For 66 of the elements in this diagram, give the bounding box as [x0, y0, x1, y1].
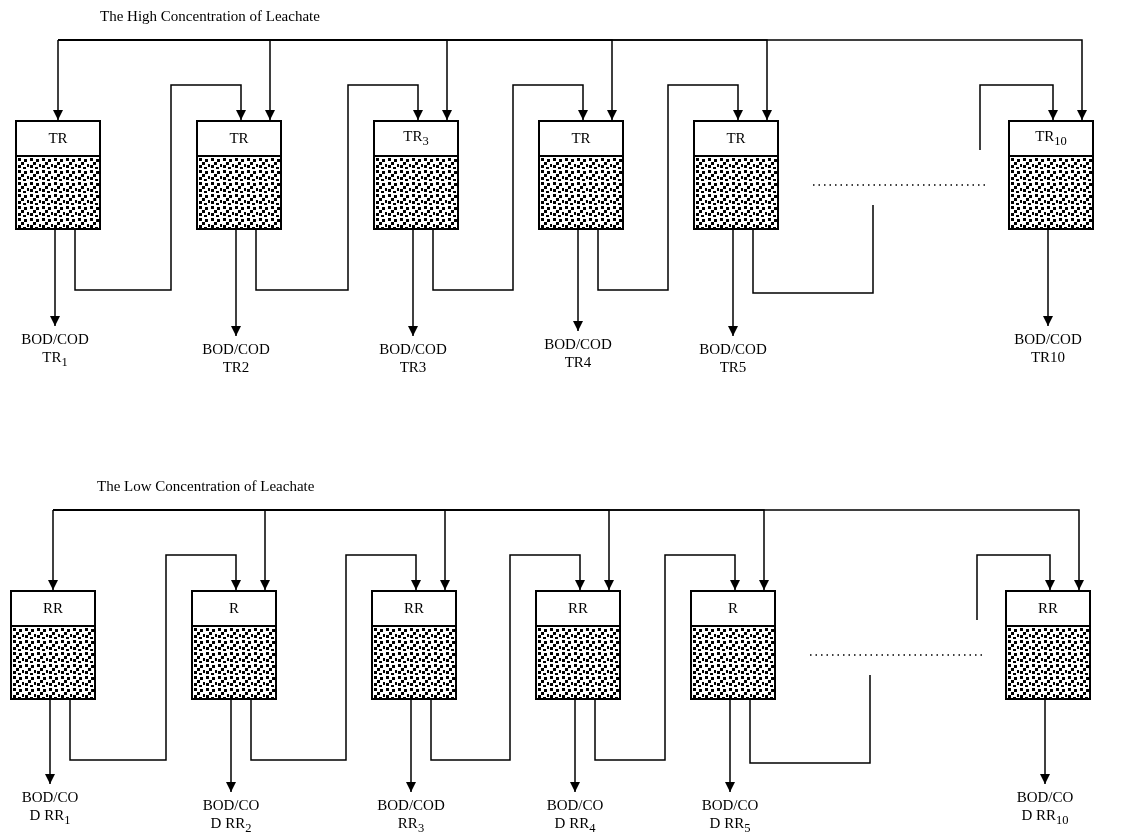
reactor-tank [693, 120, 779, 230]
reactor-tank [690, 590, 776, 700]
flow-arrow [430, 554, 585, 761]
output-label: BOD/CO D RR$_{1}$ [19, 788, 81, 828]
output-label: BOD/CO D RR$_{10}$ [1014, 788, 1076, 828]
flow-arrow [432, 84, 588, 291]
flow-arrow [250, 554, 421, 761]
reactor-label: TR$_{3}$ [403, 129, 429, 148]
flow-arrow [45, 699, 55, 785]
flow-arrow [74, 84, 246, 291]
flow-arrow [231, 229, 241, 337]
flow-arrow [408, 229, 418, 337]
output-label: BOD/CO D RR$_{2}$ [200, 796, 262, 834]
flow-arrow [1040, 699, 1050, 785]
reactor-label: RR [1038, 601, 1058, 616]
flow-arrow [406, 699, 416, 793]
flow-line [752, 204, 874, 294]
flow-arrow [53, 39, 63, 121]
reactor-tank [373, 120, 459, 230]
flow-arrow [728, 229, 738, 337]
reactor-tank [1005, 590, 1091, 700]
flow-arrow [57, 39, 1087, 121]
flow-arrow [725, 699, 735, 793]
reactor-label: TR [571, 131, 591, 146]
reactor-label: TR [229, 131, 249, 146]
reactor-tank [191, 590, 277, 700]
reactor-label: RR [568, 601, 588, 616]
flow-arrow [1043, 229, 1053, 327]
flow-arrow [48, 509, 58, 591]
reactor-label: RR [43, 601, 63, 616]
flow-arrow [50, 229, 60, 327]
output-label: BOD/COD RR$_{3}$ [371, 796, 451, 834]
output-label: BOD/COD TR3 [373, 340, 453, 376]
output-label: BOD/CO D RR$_{5}$ [699, 796, 761, 834]
output-label: BOD/COD TR$_{1}$ [15, 330, 95, 370]
reactor-tank [15, 120, 101, 230]
flow-arrow [52, 509, 1084, 591]
reactor-label: RR [404, 601, 424, 616]
reactor-label: R [728, 601, 738, 616]
reactor-label: R [229, 601, 239, 616]
flow-arrow [69, 554, 241, 761]
reactor-tank [535, 590, 621, 700]
inflow-label: The Low Concentration of Leachate [97, 478, 315, 495]
flow-arrow [226, 699, 236, 793]
flow-line [749, 674, 871, 764]
inflow-label: The High Concentration of Leachate [100, 8, 320, 25]
output-label: BOD/COD TR2 [196, 340, 276, 376]
flow-arrow [573, 229, 583, 332]
flow-arrow [597, 84, 743, 291]
output-label: BOD/COD TR10 [1008, 330, 1088, 366]
output-label: BOD/COD TR5 [693, 340, 773, 376]
flow-arrow [255, 84, 423, 291]
output-label: BOD/CO D RR$_{4}$ [544, 796, 606, 834]
reactor-label: TR [726, 131, 746, 146]
flow-arrow [979, 84, 1058, 151]
reactor-tank [196, 120, 282, 230]
reactor-tank [1008, 120, 1094, 230]
flow-arrow [570, 699, 580, 793]
flow-arrow [976, 554, 1055, 621]
reactor-tank [10, 590, 96, 700]
reactor-tank [538, 120, 624, 230]
reactor-label: TR [48, 131, 68, 146]
output-label: BOD/COD TR4 [538, 335, 618, 371]
reactor-tank [371, 590, 457, 700]
flow-arrow [594, 554, 740, 761]
reactor-label: TR$_{10}$ [1035, 129, 1067, 148]
